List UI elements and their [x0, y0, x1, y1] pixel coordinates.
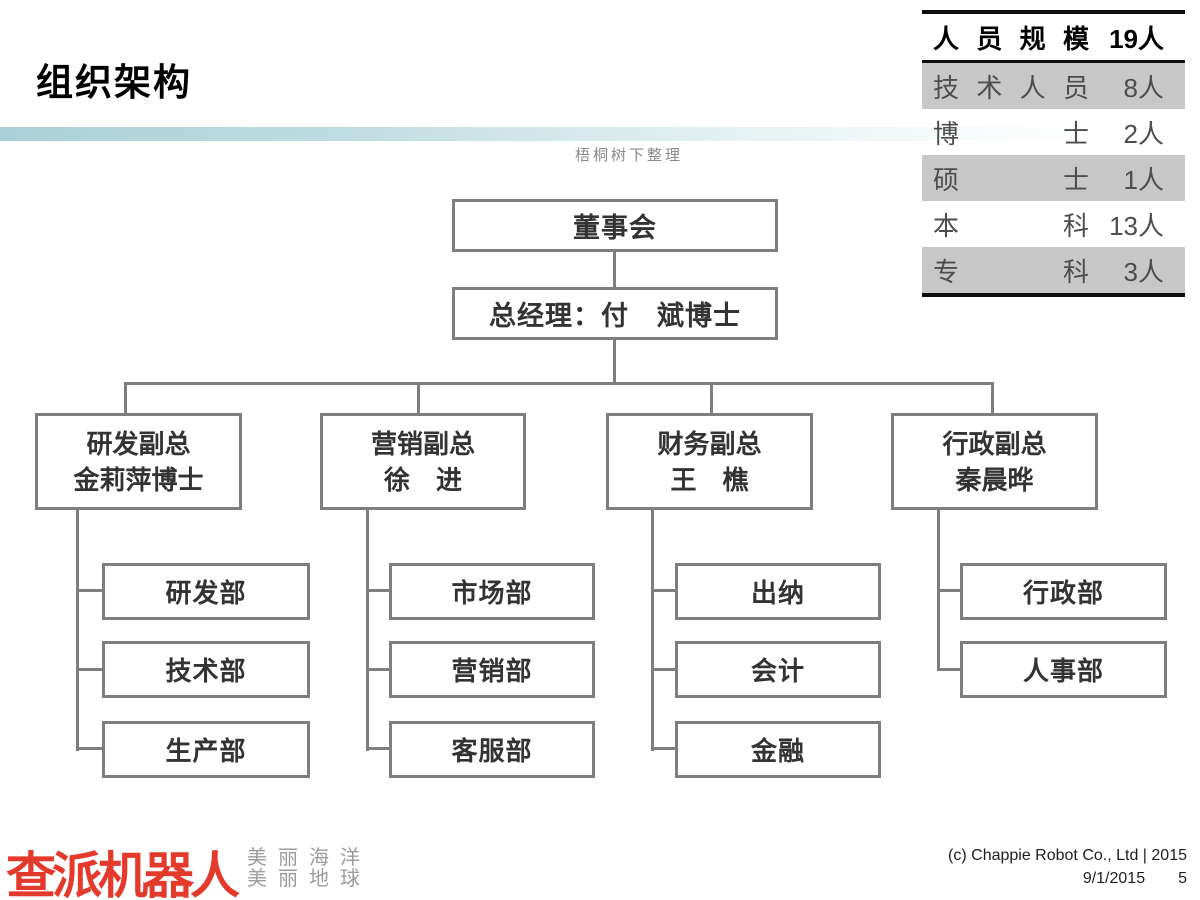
connector-line — [651, 668, 676, 671]
box-dept: 会计 — [675, 641, 881, 698]
stats-header-value: 19人 — [1109, 23, 1164, 54]
connector-line — [651, 508, 654, 751]
box-vp-rd: 研发副总 金莉萍博士 — [35, 413, 242, 510]
box-dept: 金融 — [675, 721, 881, 778]
stats-header-label: 人员规模 — [933, 23, 1089, 54]
box-dept: 客服部 — [389, 721, 595, 778]
stats-row-tech: 技术人员 8人 — [922, 63, 1185, 109]
connector-line — [710, 384, 713, 413]
tagline-line-1: 美丽海洋 — [247, 845, 371, 869]
page-title: 组织架构 — [36, 62, 192, 103]
connector-line — [366, 747, 390, 750]
vp-name: 徐 进 — [383, 464, 462, 495]
stats-label: 技术人员 — [933, 72, 1089, 103]
vp-name: 王 樵 — [670, 464, 749, 495]
watermark-text: 梧桐树下整理 — [575, 147, 684, 164]
box-general-manager: 总经理：付 斌博士 — [452, 287, 778, 340]
connector-line — [76, 508, 79, 751]
connector-line — [991, 384, 994, 413]
connector-line — [366, 508, 369, 751]
stats-label: 专科 — [933, 256, 1089, 287]
box-dept: 市场部 — [389, 563, 595, 620]
connector-line — [651, 589, 676, 592]
box-dept: 行政部 — [960, 563, 1167, 620]
copyright-text: (c) Chappie Robot Co., Ltd | 2015 — [948, 847, 1187, 864]
stats-label: 硕士 — [933, 164, 1089, 195]
company-logo-text: 查派机器人 — [6, 848, 240, 900]
stats-label: 博士 — [933, 118, 1089, 149]
stats-row-bachelor: 本科 13人 — [922, 201, 1185, 247]
connector-line — [651, 747, 676, 750]
connector-line — [613, 250, 616, 289]
box-dept: 人事部 — [960, 641, 1167, 698]
connector-line — [76, 589, 103, 592]
box-vp-admin: 行政副总 秦晨晔 — [891, 413, 1098, 510]
box-dept: 营销部 — [389, 641, 595, 698]
connector-line — [124, 384, 127, 413]
vp-title: 营销副总 — [370, 428, 475, 459]
connector-line — [417, 384, 420, 413]
box-dept: 出纳 — [675, 563, 881, 620]
footer-date-line: 9/1/2015 5 — [948, 867, 1187, 890]
connector-line — [613, 338, 616, 384]
box-vp-finance: 财务副总 王 樵 — [606, 413, 813, 510]
box-board-of-directors: 董事会 — [452, 199, 778, 252]
stats-label: 本科 — [933, 210, 1089, 241]
stats-row-master: 硕士 1人 — [922, 155, 1185, 201]
vp-name: 秦晨晔 — [955, 464, 1034, 495]
connector-line — [937, 589, 961, 592]
stats-value: 2人 — [1123, 118, 1164, 149]
box-label: 总经理：付 斌博士 — [489, 301, 741, 331]
vp-title: 研发副总 — [86, 428, 191, 459]
connector-line — [76, 747, 103, 750]
connector-line — [124, 382, 994, 385]
stats-table: 人员规模 19人 技术人员 8人 博士 2人 硕士 1人 本科 13人 专科 3… — [922, 10, 1185, 297]
stats-value: 8人 — [1123, 72, 1164, 103]
stats-value: 3人 — [1123, 256, 1164, 287]
box-label: 董事会 — [573, 213, 657, 243]
connector-line — [76, 668, 103, 671]
logo-tagline: 美丽海洋 美丽地球 — [247, 847, 371, 889]
footer-copyright-block: (c) Chappie Robot Co., Ltd | 2015 9/1/20… — [948, 844, 1187, 890]
connector-line — [937, 668, 961, 671]
vp-name: 金莉萍博士 — [73, 464, 204, 495]
stats-header-row: 人员规模 19人 — [922, 14, 1185, 63]
tagline-line-2: 美丽地球 — [247, 866, 371, 890]
connector-line — [366, 668, 390, 671]
accent-gradient-bar — [0, 127, 1160, 141]
box-dept: 生产部 — [102, 721, 310, 778]
stats-value: 13人 — [1109, 210, 1164, 241]
connector-line — [366, 589, 390, 592]
date-text: 9/1/2015 — [1082, 870, 1146, 887]
vp-title: 行政副总 — [942, 428, 1047, 459]
box-vp-marketing: 营销副总 徐 进 — [320, 413, 526, 510]
page-number: 5 — [1178, 870, 1187, 887]
stats-value: 1人 — [1123, 164, 1164, 195]
stats-row-phd: 博士 2人 — [922, 109, 1185, 155]
box-dept: 技术部 — [102, 641, 310, 698]
vp-title: 财务副总 — [657, 428, 762, 459]
stats-row-associate: 专科 3人 — [922, 247, 1185, 293]
box-dept: 研发部 — [102, 563, 310, 620]
